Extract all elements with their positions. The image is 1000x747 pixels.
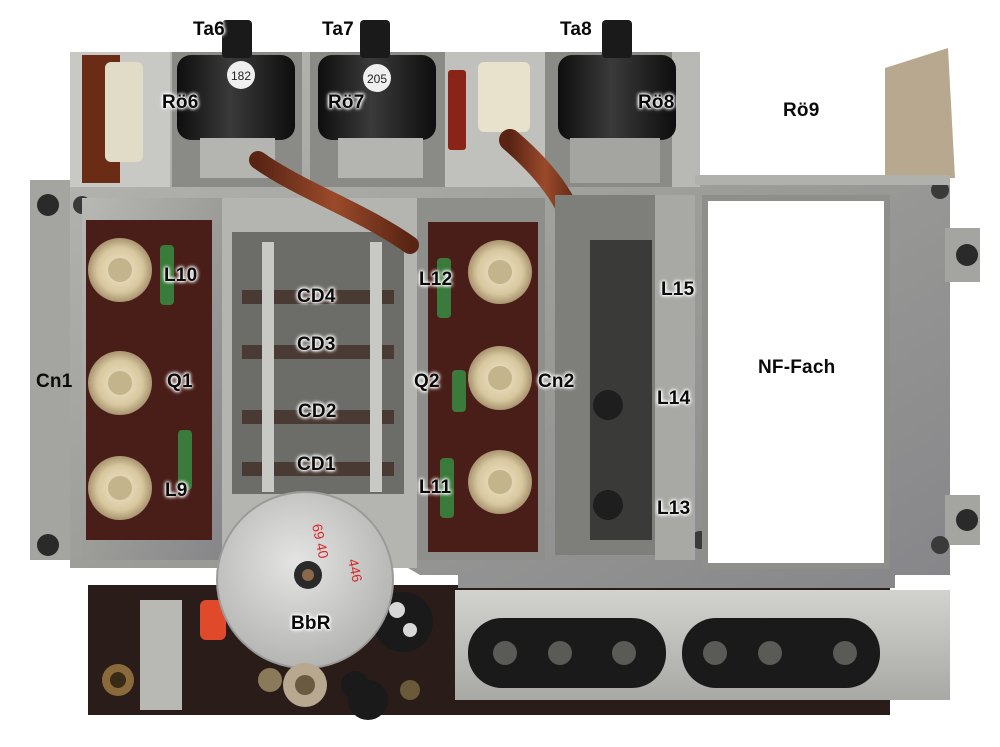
label-ro9: Rö9	[783, 100, 820, 121]
cd-capacitor-bank	[242, 242, 394, 492]
tube-sockets: 182 205	[177, 20, 676, 183]
label-ro7: Rö7	[328, 92, 365, 113]
label-l10: L10	[164, 265, 198, 286]
label-ro8: Rö8	[638, 92, 675, 113]
label-l12: L12	[419, 269, 453, 290]
label-q2: Q2	[414, 371, 440, 392]
coil-compartment	[555, 195, 695, 560]
svg-text:205: 205	[367, 72, 387, 86]
label-cd4: CD4	[297, 286, 336, 307]
label-bbr: BbR	[291, 613, 331, 634]
connector-plate	[455, 590, 950, 700]
svg-text:69 40: 69 40	[309, 522, 332, 560]
label-l15: L15	[661, 279, 695, 300]
label-ta6: Ta6	[193, 19, 225, 40]
label-cd1: CD1	[297, 454, 336, 475]
label-cd2: CD2	[298, 401, 337, 422]
label-q1: Q1	[167, 371, 193, 392]
label-l14: L14	[657, 388, 691, 409]
label-l13: L13	[657, 498, 691, 519]
svg-text:182: 182	[231, 69, 251, 83]
label-ta7: Ta7	[322, 19, 354, 40]
trimmer-capacitors	[88, 238, 532, 520]
label-cn2: Cn2	[538, 371, 575, 392]
label-cd3: CD3	[297, 334, 336, 355]
label-l11: L11	[419, 477, 452, 498]
label-ro6: Rö6	[162, 92, 199, 113]
label-nf-fach: NF-Fach	[758, 357, 836, 378]
label-ta8: Ta8	[560, 19, 592, 40]
nf-fach-opening	[702, 195, 890, 569]
svg-text:446: 446	[345, 557, 366, 583]
bbr-dial: 69 40 446	[216, 491, 394, 707]
label-cn1: Cn1	[36, 371, 73, 392]
label-l9: L9	[165, 480, 188, 501]
